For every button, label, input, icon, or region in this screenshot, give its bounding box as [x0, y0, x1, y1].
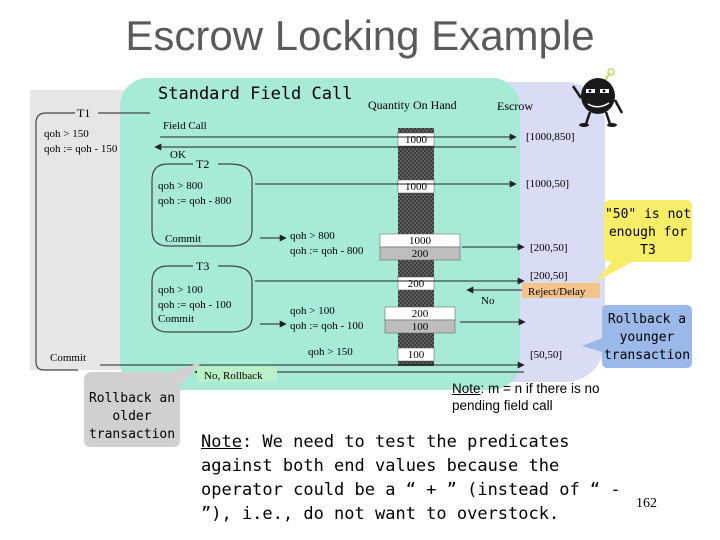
- reject-delay-label: Reject/Delay: [528, 286, 586, 298]
- qoh-value: 200: [412, 308, 429, 320]
- t3-frame: [151, 265, 253, 333]
- t2-mid-pred2: qoh := qoh - 800: [290, 245, 364, 257]
- escrow-value: [1000,850]: [526, 131, 575, 143]
- t3-pred1: qoh > 100: [158, 284, 203, 296]
- escrow-header: Escrow: [497, 99, 533, 113]
- t1-frame: [35, 112, 78, 371]
- t1-final-pred: qoh > 150: [308, 346, 353, 358]
- qoh-value: 200: [412, 248, 429, 260]
- qoh-value: 1000: [409, 235, 432, 247]
- note1-label: Note: [452, 381, 481, 396]
- t3-pred2: qoh := qoh - 100: [158, 299, 232, 311]
- younger-callout-text: Rollback a younger transaction: [603, 312, 691, 363]
- escrow-value: [50,50]: [530, 349, 562, 361]
- no-rollback-label: No, Rollback: [204, 370, 263, 382]
- note-pending-field-call: Note: m = n if there is no pending field…: [452, 380, 622, 414]
- escrow-value: [1000,50]: [526, 178, 569, 190]
- note1-text: : m = n if there is no pending field cal…: [452, 381, 600, 413]
- t3-label: T3: [196, 259, 209, 273]
- t1-pred1: qoh > 150: [44, 128, 89, 140]
- ok-label: OK: [170, 149, 186, 161]
- qoh-value: 1000: [405, 134, 428, 146]
- escrow-value: [200,50]: [530, 270, 568, 282]
- t3-commit: Commit: [158, 313, 194, 325]
- older-callout-text: Rollback an older transaction: [88, 391, 176, 442]
- note-predicate-testing: Note: We need to test the predicates aga…: [201, 430, 621, 526]
- t1-pred2: qoh := qoh - 150: [44, 143, 118, 155]
- qoh-value: 1000: [405, 181, 428, 193]
- note2-text: : We need to test the predicates against…: [201, 432, 621, 524]
- qoh-header: Quantity On Hand: [368, 98, 457, 112]
- t3-mid-pred2: qoh := qoh - 100: [290, 320, 364, 332]
- escrow-value: [200,50]: [530, 242, 568, 254]
- no-label: No: [481, 295, 495, 307]
- qoh-value: 100: [412, 321, 429, 333]
- slide-title: Escrow Locking Example: [125, 12, 595, 59]
- reject-delay-box: [522, 283, 600, 298]
- fifty-callout: [595, 200, 692, 282]
- t1-commit: Commit: [50, 352, 86, 364]
- younger-callout: [582, 305, 692, 368]
- standard-field-call-heading: Standard Field Call: [158, 84, 353, 104]
- t2-commit: Commit: [165, 233, 201, 245]
- note2-label: Note: [201, 432, 242, 452]
- fifty-callout-text: "50" is not enough for T3: [604, 207, 692, 258]
- t3-mid-pred1: qoh > 100: [290, 305, 335, 317]
- t2-mid-pred1: qoh > 800: [290, 230, 335, 242]
- page-number: 162: [636, 496, 657, 511]
- no-rollback-box: [197, 367, 277, 382]
- left-grey-strip: [30, 90, 130, 370]
- t2-pred2: qoh := qoh - 800: [158, 195, 232, 207]
- t2-frame: [151, 163, 253, 247]
- older-callout: [84, 362, 202, 447]
- t2-label: T2: [196, 157, 209, 171]
- t2-pred1: qoh > 800: [158, 180, 203, 192]
- field-call-label: Field Call: [163, 120, 207, 132]
- t1-label: T1: [77, 106, 90, 120]
- qoh-value: 200: [408, 278, 425, 290]
- qoh-value: 100: [408, 349, 425, 361]
- bomb-mascot-icon: [571, 68, 624, 127]
